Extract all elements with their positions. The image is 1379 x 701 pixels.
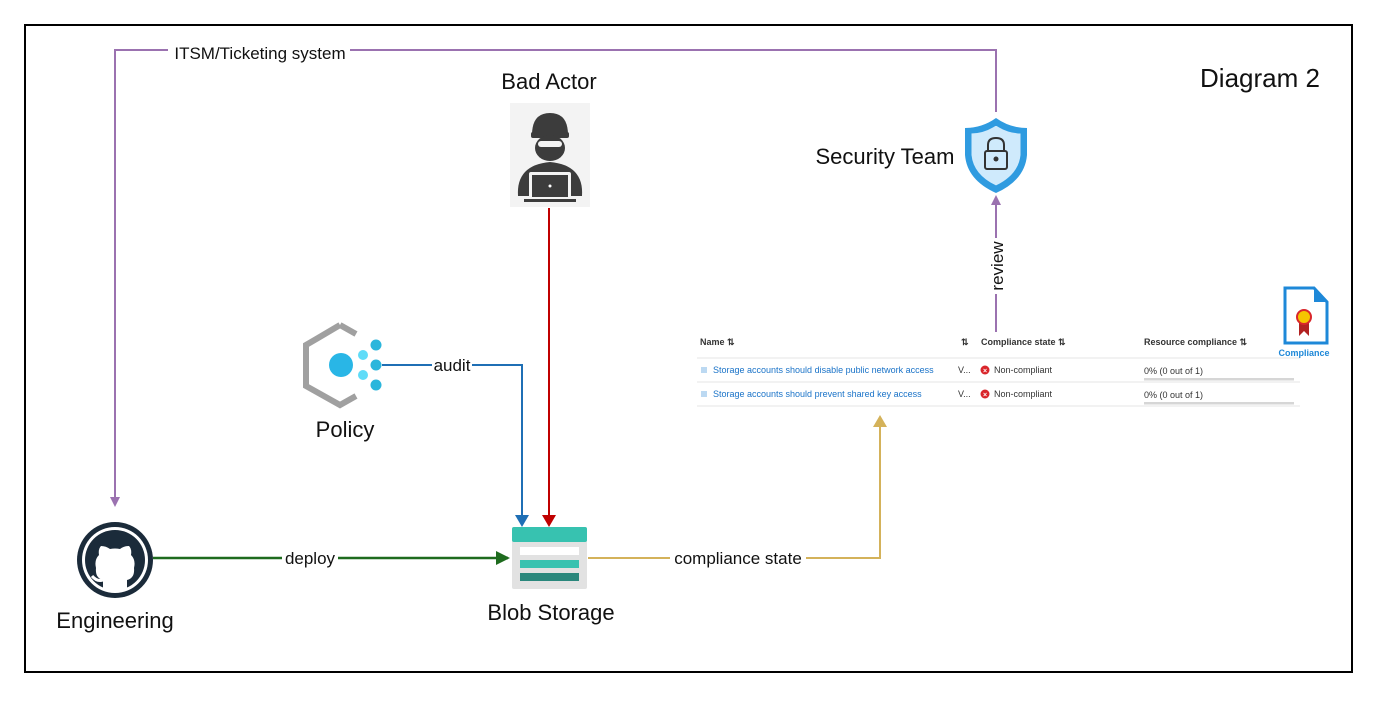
security-team-label: Security Team [816,144,955,169]
policy-label: Policy [316,417,375,442]
diagram-title: Diagram 2 [1200,63,1320,93]
column-header-resource-compliance[interactable]: Resource compliance ⇅ [1144,337,1248,347]
policy-row-icon [701,391,707,397]
audit-edge [382,364,529,527]
compliance-state-edge [588,415,887,559]
column-header-compliance-state[interactable]: Compliance state ⇅ [981,337,1066,347]
compliance-state-label: compliance state [674,549,802,568]
table-row: Storage accounts should prevent shared k… [701,389,1294,405]
engineering-label: Engineering [56,608,173,633]
policy-name-link[interactable]: Storage accounts should prevent shared k… [713,389,922,399]
frame [24,24,1353,673]
itsm-label: ITSM/Ticketing system [174,44,345,63]
svg-text:×: × [983,392,987,399]
shield-lock-icon [965,118,1027,193]
compliance-progress-bar [1144,402,1294,405]
error-icon [980,389,990,399]
blob-storage-label: Blob Storage [487,600,614,625]
error-icon [980,365,990,375]
compliance-state: Non-compliant [994,389,1053,399]
github-icon [77,522,153,598]
policy-row-icon [701,367,707,373]
review-label: review [988,241,1007,291]
svg-text:×: × [983,368,987,375]
column-header-type[interactable]: ⇅ [961,337,969,347]
hacker-icon [510,103,590,207]
compliance-label: Compliance [1278,348,1329,358]
policy-type: V... [958,389,971,399]
blob-storage-icon [512,527,587,589]
compliance-table: Name ⇅ ⇅ Compliance state ⇅ Resource com… [697,337,1300,407]
policy-type: V... [958,365,971,375]
column-header-name[interactable]: Name ⇅ [700,337,735,347]
policy-name-link[interactable]: Storage accounts should disable public n… [713,365,934,375]
compliance-progress-bar [1144,378,1294,381]
itsm-edge [110,49,997,507]
compliance-state: Non-compliant [994,365,1053,375]
policy-icon [303,322,382,409]
resource-compliance: 0% (0 out of 1) [1144,366,1203,376]
bad-actor-label: Bad Actor [501,69,596,94]
audit-label: audit [434,356,471,375]
resource-compliance: 0% (0 out of 1) [1144,390,1203,400]
table-row: Storage accounts should disable public n… [701,365,1294,381]
deploy-label: deploy [285,549,336,568]
compliance-certificate-icon [1283,286,1329,345]
